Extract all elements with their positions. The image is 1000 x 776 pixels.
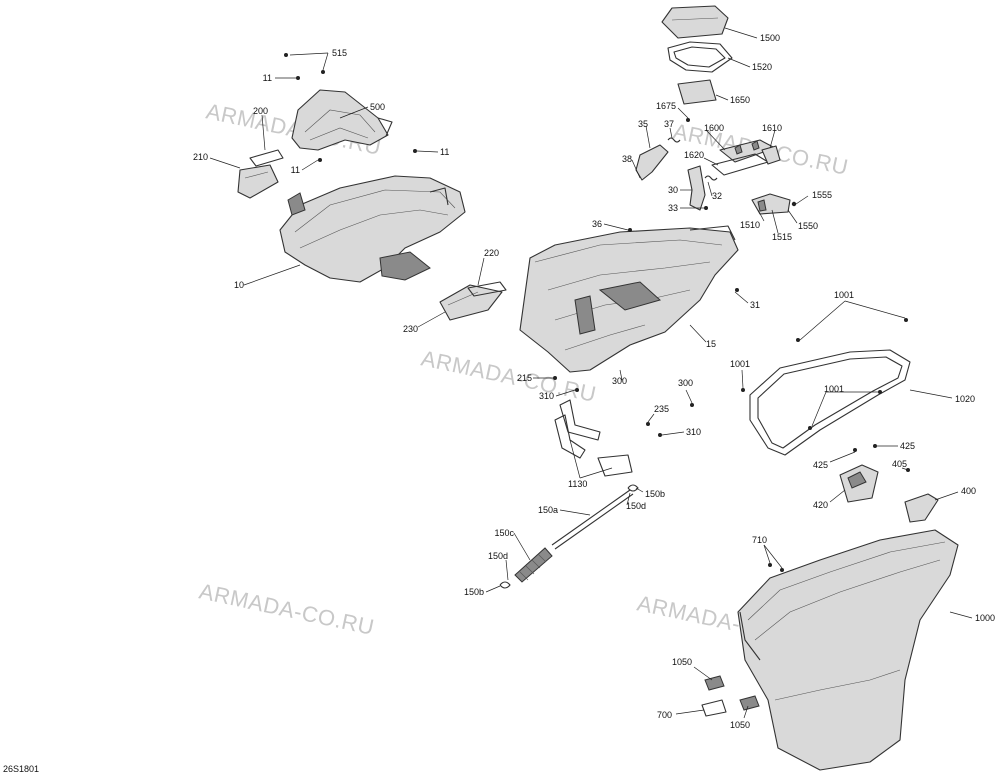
- callout-32: 32: [712, 191, 722, 201]
- part-30-hinge[interactable]: [687, 165, 706, 211]
- part-1520-seal[interactable]: [667, 41, 733, 73]
- part-230-cover[interactable]: [439, 284, 503, 321]
- part-32-spring[interactable]: [704, 175, 718, 181]
- callout-150d: 150d: [488, 551, 508, 561]
- callout-11: 11: [440, 147, 449, 157]
- callout-420: 420: [813, 500, 828, 510]
- callout-515: 515: [332, 48, 347, 58]
- part-400-bracket[interactable]: [904, 493, 939, 523]
- part-1050-insert[interactable]: [704, 675, 760, 711]
- callout-230: 230: [403, 324, 418, 334]
- part-37-spring[interactable]: [667, 137, 681, 143]
- callout-500: 500: [370, 102, 385, 112]
- callout-36: 36: [592, 219, 602, 229]
- callout-1001: 1001: [834, 290, 854, 300]
- callout-300: 300: [612, 376, 627, 386]
- part-1650-pad[interactable]: [677, 79, 717, 105]
- callout-1130: 1130: [568, 479, 587, 489]
- callout-710: 710: [752, 535, 767, 545]
- part-1555-screw[interactable]: [791, 201, 797, 207]
- callout-11: 11: [291, 165, 300, 175]
- callout-1520: 1520: [752, 62, 772, 72]
- callout-300: 300: [678, 378, 693, 388]
- callout-1001: 1001: [730, 359, 750, 369]
- callout-1510: 1510: [740, 220, 760, 230]
- callout-11: 11: [263, 73, 272, 83]
- callout-425: 425: [813, 460, 828, 470]
- fasteners: [284, 53, 910, 572]
- part-15-tub[interactable]: [519, 225, 739, 373]
- part-1000-hull[interactable]: [737, 529, 959, 771]
- leader-lines: [209, 27, 973, 719]
- callout-1550: 1550: [798, 221, 818, 231]
- part-420-latch[interactable]: [839, 464, 879, 503]
- callout-310: 310: [539, 391, 554, 401]
- callout-200: 200: [253, 106, 268, 116]
- part-150b-clip[interactable]: [499, 484, 639, 589]
- part-1020-seal[interactable]: [749, 349, 911, 456]
- callout-1515: 1515: [772, 232, 792, 242]
- callout-30: 30: [668, 185, 678, 195]
- callout-400: 400: [961, 486, 976, 496]
- callout-405: 405: [892, 459, 907, 469]
- callout-425: 425: [900, 441, 915, 451]
- callout-150b: 150b: [645, 489, 665, 499]
- diagram-code: 26S1801: [3, 764, 39, 774]
- watermark: ARMADA-CO.RU: [197, 578, 377, 640]
- callout-1020: 1020: [955, 394, 975, 404]
- callout-1600: 1600: [704, 123, 724, 133]
- callout-210: 210: [193, 152, 208, 162]
- callout-1500: 1500: [760, 33, 780, 43]
- callout-215: 215: [517, 373, 532, 383]
- part-700-plate[interactable]: [701, 699, 727, 717]
- callout-1650: 1650: [730, 95, 750, 105]
- callout-38: 38: [622, 154, 632, 164]
- callout-235: 235: [654, 404, 669, 414]
- callout-150a: 150a: [538, 505, 558, 515]
- callout-1555: 1555: [812, 190, 832, 200]
- callout-35: 35: [638, 119, 648, 129]
- callout-1610: 1610: [762, 123, 782, 133]
- callout-37: 37: [664, 119, 674, 129]
- callout-33: 33: [668, 203, 678, 213]
- callout-220: 220: [484, 248, 499, 258]
- part-500-front-cover[interactable]: [291, 89, 393, 151]
- part-210-side-cover[interactable]: [237, 164, 279, 199]
- part-220-gasket[interactable]: [467, 281, 507, 297]
- part-150a-rod[interactable]: [551, 489, 634, 550]
- part-10-main-frame[interactable]: [279, 175, 466, 283]
- callout-labels: 515 11 500 200 210 11 11 10 220 230 1500…: [193, 33, 995, 730]
- callout-1675: 1675: [656, 101, 676, 111]
- callout-700: 700: [657, 710, 672, 720]
- part-150c-spring-rod[interactable]: [514, 547, 553, 583]
- callout-150c: 150c: [494, 528, 514, 538]
- callout-1000: 1000: [975, 613, 995, 623]
- callout-10: 10: [234, 280, 244, 290]
- part-1610-clip[interactable]: [761, 145, 781, 165]
- callout-1050: 1050: [672, 657, 692, 667]
- part-200-gasket[interactable]: [249, 149, 284, 167]
- part-1510-latch[interactable]: [751, 193, 791, 215]
- callout-150d: 150d: [626, 501, 646, 511]
- callout-310: 310: [686, 427, 701, 437]
- callout-1050: 1050: [730, 720, 750, 730]
- callout-150b: 150b: [464, 587, 484, 597]
- callout-1001: 1001: [824, 384, 844, 394]
- callout-1620: 1620: [684, 150, 704, 160]
- part-1130-bracket[interactable]: [554, 399, 633, 477]
- callout-31: 31: [750, 300, 760, 310]
- part-35-hinge[interactable]: [635, 144, 669, 181]
- part-1500-cover[interactable]: [661, 5, 729, 39]
- callout-15: 15: [706, 339, 716, 349]
